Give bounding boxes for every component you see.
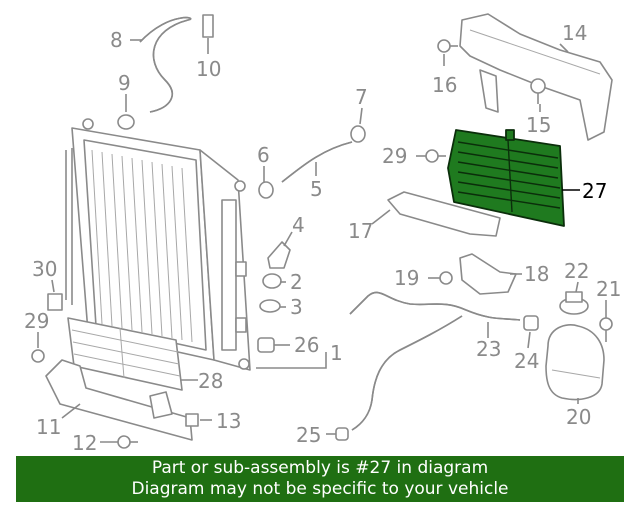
- insulator-2: [262, 273, 282, 289]
- callout-16: 16: [432, 73, 457, 97]
- hose-clamp-6: [258, 181, 274, 199]
- upper-hose: [139, 16, 192, 113]
- callout-8: 8: [110, 28, 123, 52]
- callout-21: 21: [596, 277, 621, 301]
- callout-18: 18: [524, 262, 549, 286]
- air-deflector-17: [387, 191, 501, 237]
- callout-20: 20: [566, 405, 591, 429]
- hose-clamp-9: [117, 114, 135, 130]
- callout-14: 14: [562, 21, 587, 45]
- active-grille-shutter-27: [447, 129, 565, 227]
- lower-shutter-28: [67, 317, 183, 391]
- insulator-3: [259, 299, 281, 313]
- callout-19: 19: [394, 266, 419, 290]
- bracket-18: [459, 253, 517, 295]
- callout-5: 5: [310, 177, 323, 201]
- deflector-11: [45, 359, 193, 441]
- callout-3: 3: [290, 295, 303, 319]
- radiator: [65, 118, 251, 371]
- callout-29-right: 29: [382, 144, 407, 168]
- sensor-26: [257, 337, 275, 353]
- callout-labels: 8 10 9 7 6 5 4 2 3 26 1 28 11 13 12 29 3…: [24, 21, 621, 455]
- bolt-16: [437, 39, 458, 53]
- callout-29-left: 29: [24, 309, 49, 333]
- callout-9: 9: [118, 71, 131, 95]
- bracket-4: [267, 241, 291, 269]
- hose-clamp-7: [350, 125, 366, 143]
- clip-13: [185, 413, 199, 427]
- bracket-10: [202, 14, 214, 38]
- callout-25: 25: [296, 423, 321, 447]
- bolt-19: [428, 271, 453, 285]
- callout-22: 22: [564, 259, 589, 283]
- callout-10: 10: [196, 57, 221, 81]
- tie-bar-14: [459, 13, 613, 141]
- callout-17: 17: [348, 219, 373, 243]
- callout-13: 13: [216, 409, 241, 433]
- callout-24: 24: [514, 349, 539, 373]
- callout-30: 30: [32, 257, 57, 281]
- callout-28: 28: [198, 369, 223, 393]
- callout-12: 12: [72, 431, 97, 455]
- bracket-30: [47, 293, 63, 311]
- bolt-29-right: [425, 149, 446, 163]
- clamp-25: [335, 427, 349, 441]
- callout-26: 26: [294, 333, 319, 357]
- coolant-reservoir-20: [545, 324, 605, 401]
- callout-7: 7: [355, 85, 368, 109]
- lower-hose: [281, 141, 353, 183]
- info-banner: Part or sub-assembly is #27 in diagram D…: [16, 456, 624, 502]
- callout-2: 2: [290, 270, 303, 294]
- callout-11: 11: [36, 415, 61, 439]
- reservoir-cap-22: [559, 291, 589, 315]
- callout-15: 15: [526, 113, 551, 137]
- bolt-29-left: [31, 349, 45, 363]
- overflow-hose-23: [349, 291, 521, 431]
- parts-diagram: 8 10 9 7 6 5 4 2 3 26 1 28 11 13 12 29 3…: [24, 13, 621, 455]
- clamp-24: [523, 315, 539, 331]
- callout-27: 27: [582, 179, 607, 203]
- bolt-15: [530, 78, 546, 104]
- callout-4: 4: [292, 213, 305, 237]
- bolt-21: [599, 317, 613, 342]
- callout-6: 6: [257, 143, 270, 167]
- banner-line-2: Diagram may not be specific to your vehi…: [131, 479, 509, 499]
- bolt-12: [117, 435, 138, 449]
- leader-lines: [37, 38, 607, 443]
- callout-23: 23: [476, 337, 501, 361]
- banner-line-1: Part or sub-assembly is #27 in diagram: [151, 458, 489, 478]
- callout-1: 1: [330, 341, 343, 365]
